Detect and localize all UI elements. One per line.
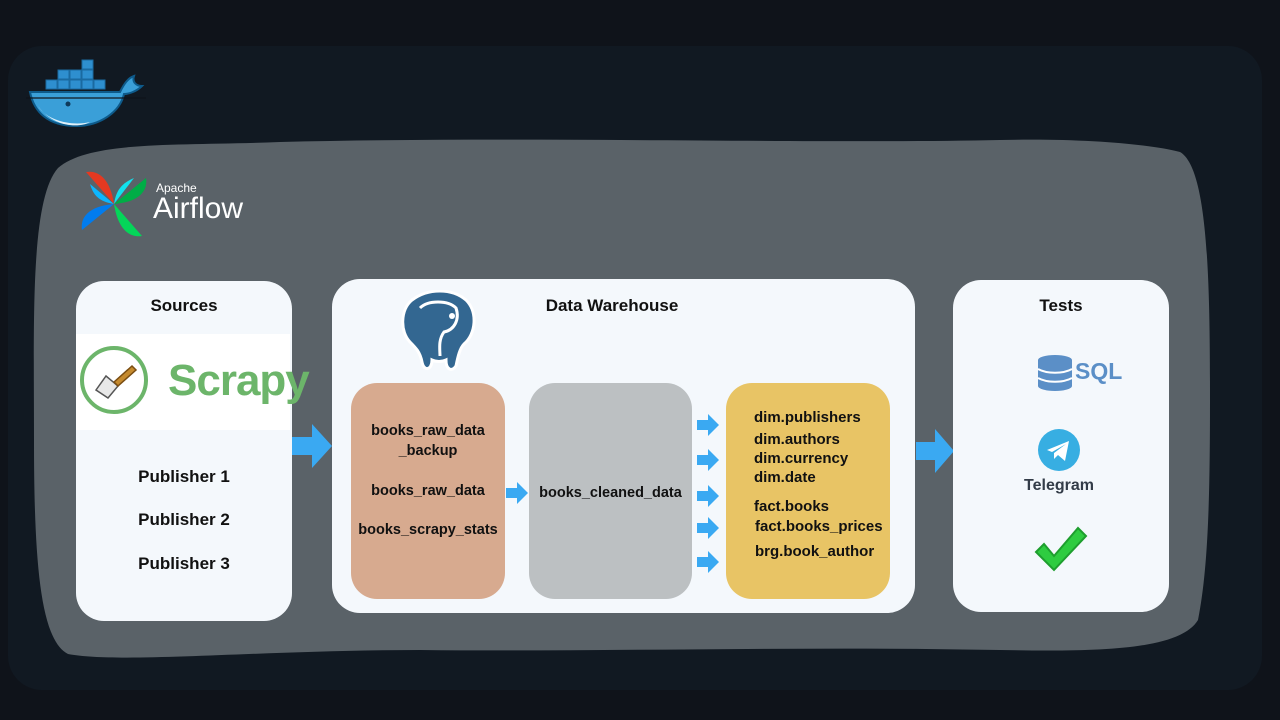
postgresql-elephant-icon xyxy=(401,290,476,371)
fact-table-label: fact.books_prices xyxy=(755,518,883,535)
dimensional-model-stage xyxy=(726,383,890,599)
publisher-item: Publisher 2 xyxy=(138,510,230,529)
bridge-table-label: brg.book_author xyxy=(755,543,875,560)
flow-arrow-icon xyxy=(697,551,719,573)
dim-table-label: dim.authors xyxy=(754,431,840,448)
raw-data-stage xyxy=(351,383,505,599)
airflow-brand-small: Apache xyxy=(156,181,197,195)
fact-table-label: fact.books xyxy=(754,498,830,515)
docker-whale-icon xyxy=(26,59,146,128)
sql-label: SQL xyxy=(1075,358,1123,384)
telegram-icon xyxy=(1038,429,1080,471)
table-label: books_raw_data xyxy=(371,483,485,499)
tests-title: Tests xyxy=(1039,296,1083,315)
flow-arrow-icon xyxy=(292,424,332,468)
scrapy-spatula-icon xyxy=(80,346,148,414)
flow-arrow-icon xyxy=(506,482,528,504)
table-label: books_cleaned_data xyxy=(539,485,682,501)
table-label: books_scrapy_stats xyxy=(358,522,498,538)
telegram-label: Telegram xyxy=(1024,477,1094,494)
flow-arrow-icon xyxy=(697,485,719,507)
flow-arrow-icon xyxy=(697,449,719,471)
flow-arrow-icon xyxy=(697,414,719,436)
table-label: _backup xyxy=(398,443,458,459)
airflow-brand-large: Airflow xyxy=(153,192,244,225)
flow-arrow-icon xyxy=(697,517,719,539)
scrapy-wordmark: Scrapy xyxy=(168,356,310,405)
checkmark-icon xyxy=(1034,526,1088,572)
airflow-pinwheel-icon xyxy=(81,171,147,237)
publisher-item: Publisher 1 xyxy=(138,467,230,486)
database-icon xyxy=(1037,355,1073,391)
dim-table-label: dim.currency xyxy=(754,450,849,467)
table-label: books_raw_data xyxy=(371,423,485,439)
sources-title: Sources xyxy=(150,296,218,315)
cleaned-data-stage xyxy=(529,383,692,599)
dim-table-label: dim.publishers xyxy=(754,409,861,426)
dim-table-label: dim.date xyxy=(754,469,816,486)
publisher-item: Publisher 3 xyxy=(138,554,230,573)
data-warehouse-title: Data Warehouse xyxy=(545,296,679,315)
flow-arrow-icon xyxy=(916,429,954,473)
